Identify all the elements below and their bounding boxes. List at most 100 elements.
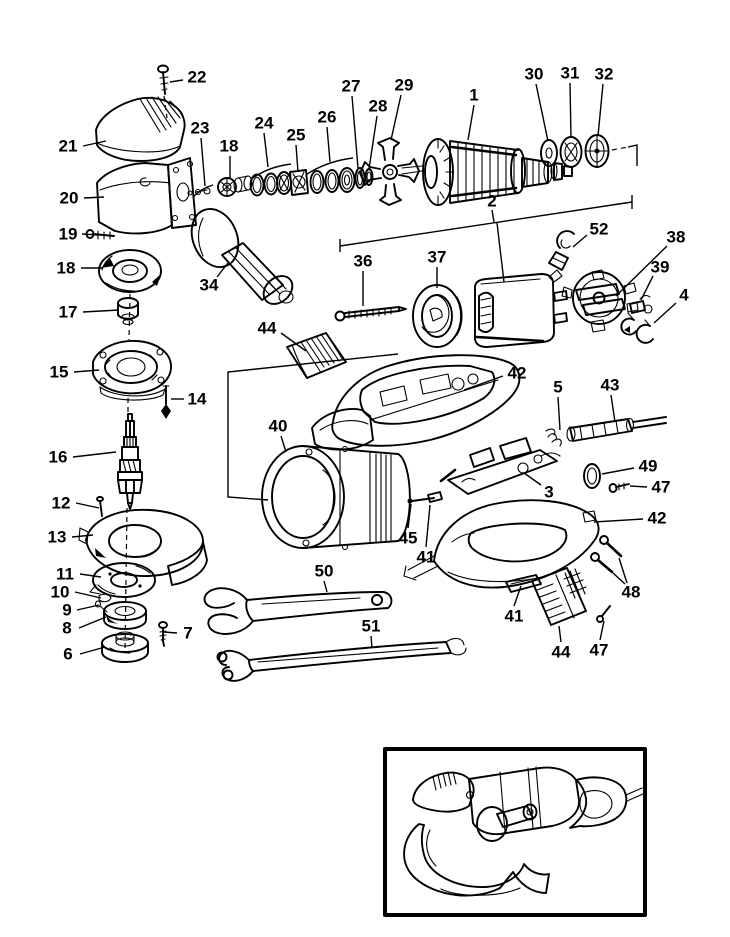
part-15-bearing-flange (92, 340, 172, 401)
callout-41: 41 (505, 585, 524, 626)
callout-leader-line (71, 534, 94, 538)
callout-number: 8 (62, 619, 71, 638)
callout-51: 51 (362, 617, 380, 649)
part-2-field-coil (474, 269, 568, 348)
callout-leader-line (280, 435, 287, 453)
part-44-brush-cover (531, 567, 587, 626)
callout-leader-line (425, 504, 431, 548)
callout-6: 6 (63, 645, 106, 664)
callout-leader-line (163, 631, 178, 634)
callout-number: 9 (62, 601, 71, 620)
callout-leader-line (615, 245, 668, 297)
callout-13: 13 (48, 528, 94, 547)
callout-number: 41 (505, 607, 524, 626)
callout-15: 15 (50, 363, 100, 382)
callout-number: 21 (59, 137, 78, 156)
callout-number: 5 (553, 378, 562, 397)
callout-number: 52 (590, 220, 609, 239)
callout-number: 48 (622, 583, 641, 602)
callout-number: 39 (651, 258, 670, 277)
callout-number: 32 (595, 65, 614, 84)
callout-leader-line (653, 302, 677, 324)
callout-leader-line (81, 233, 100, 236)
callout-11: 11 (56, 565, 102, 584)
callout-leader-line (79, 573, 102, 578)
part-37-bearing-retainer (412, 284, 463, 348)
callout-25: 25 (287, 126, 305, 173)
callout-leader-line (407, 503, 412, 529)
callout-number: 24 (255, 114, 274, 133)
callout-number: 43 (601, 376, 620, 395)
callout-48: 48 (618, 557, 641, 602)
part-52-cable-clip (548, 230, 575, 271)
callout-leader-line (82, 140, 107, 147)
part-16-spindle-gear (117, 413, 143, 510)
callout-leader-line (83, 196, 105, 199)
callout-leader-line (75, 502, 100, 509)
callout-45: 45 (399, 503, 417, 548)
callout-number: 7 (183, 624, 192, 643)
callout-number: 36 (354, 252, 373, 271)
callout-38: 38 (615, 228, 686, 297)
callout-leader-line (72, 451, 117, 458)
part-40-field-case (261, 445, 411, 551)
callout-number: 6 (63, 645, 72, 664)
callout-22: 22 (169, 68, 207, 87)
callout-47: 47 (590, 620, 609, 660)
callout-number: 1 (469, 86, 478, 105)
callout-number: 47 (652, 478, 671, 497)
part-21-switch-hood (95, 96, 186, 162)
callout-number: 31 (561, 64, 580, 83)
callout-28: 28 (368, 97, 387, 170)
part-6-clamp-flange (101, 631, 149, 663)
callout-21: 21 (59, 137, 107, 156)
part-14-screw (161, 385, 171, 419)
callout-39: 39 (640, 258, 670, 301)
callout-leader-line (599, 620, 605, 641)
callout-19: 19 (59, 225, 100, 244)
callout-layer: 2221201918171514161213111098672318242526… (48, 64, 690, 664)
callout-number: 37 (428, 248, 447, 267)
callout-24: 24 (255, 114, 274, 168)
callout-leader-line (640, 275, 654, 301)
callout-10: 10 (51, 583, 102, 602)
callout-leader-line (82, 309, 120, 313)
callout-number: 34 (200, 276, 219, 295)
part-31-bearing (559, 136, 583, 168)
part-43-cord-protector (566, 416, 667, 442)
callout-number: 4 (679, 286, 689, 305)
callout-number: 38 (667, 228, 686, 247)
callout-number: 13 (48, 528, 67, 547)
callout-leader-line (572, 234, 588, 248)
callout-4: 4 (653, 286, 689, 324)
callout-12: 12 (52, 494, 100, 513)
callout-leader-line (74, 591, 102, 599)
callout-leader-line (467, 104, 475, 141)
part-20-gear-case (96, 157, 208, 235)
callout-29: 29 (390, 76, 413, 141)
callout-37: 37 (428, 248, 447, 288)
callout-leader-line (351, 95, 359, 169)
part-36-screw (334, 306, 407, 322)
callout-number: 2 (487, 192, 496, 211)
callout-leader-line (370, 635, 373, 649)
callout-number: 41 (417, 548, 436, 567)
part-39-carbon-brush (629, 294, 653, 314)
callout-50: 50 (315, 562, 334, 593)
part-18-clutch-disc (98, 249, 162, 293)
part-41-switch-lever-lower (505, 574, 542, 593)
part-50-open-end-wrench (203, 587, 393, 635)
callout-30: 30 (525, 65, 549, 142)
reference-brackets (192, 144, 638, 585)
part-7-screw (158, 621, 168, 647)
callout-number: 47 (590, 641, 609, 660)
callout-16: 16 (49, 448, 117, 467)
callout-number: 42 (648, 509, 667, 528)
callout-number: 15 (50, 363, 69, 382)
callout-number: 22 (188, 68, 207, 87)
callout-49: 49 (601, 457, 657, 476)
callout-number: 50 (315, 562, 334, 581)
callout-leader-line (610, 394, 616, 423)
callout-leader-line (601, 467, 635, 475)
callout-leader-line (569, 82, 572, 139)
